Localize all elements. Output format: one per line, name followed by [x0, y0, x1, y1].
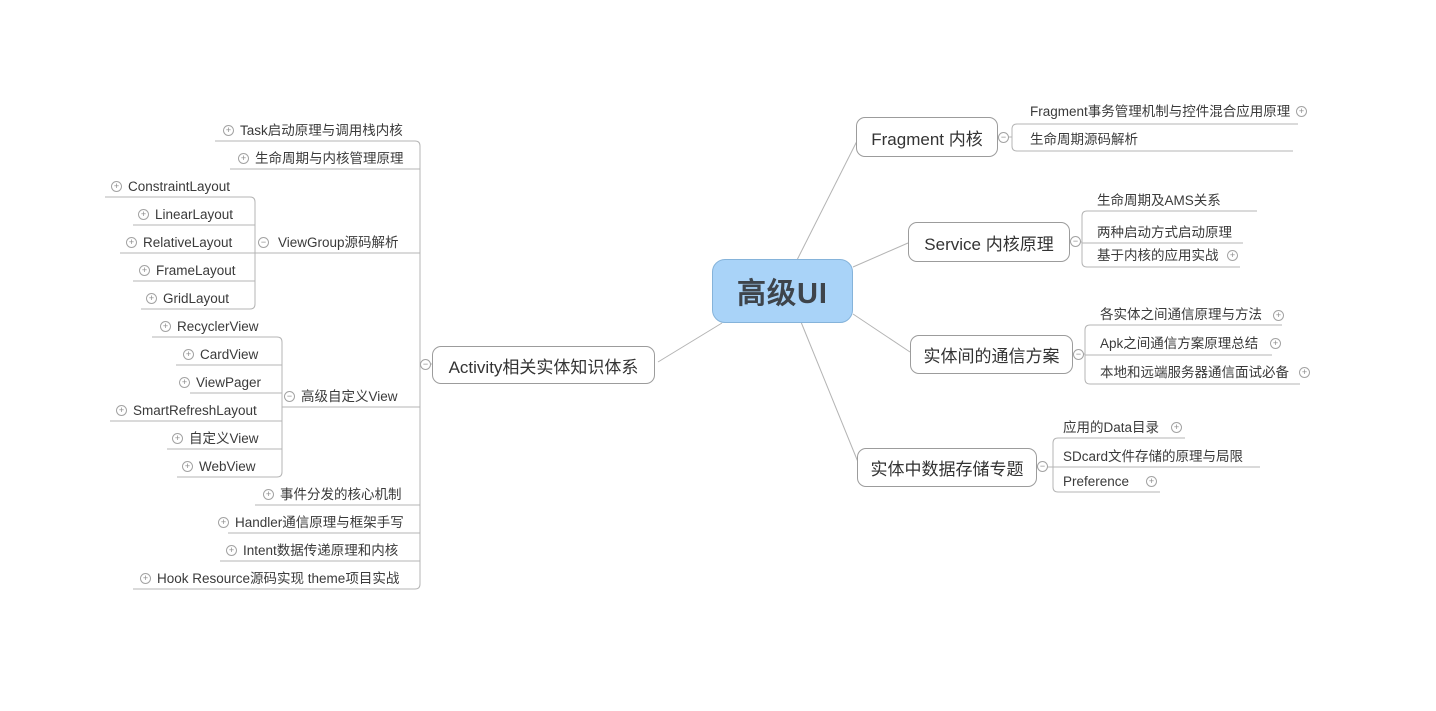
topic-communication[interactable]: 实体间的通信方案	[910, 335, 1073, 374]
node-relativelayout[interactable]: RelativeLayout	[143, 235, 233, 250]
expand-icon[interactable]: +	[111, 181, 122, 192]
expand-icon[interactable]: +	[223, 125, 234, 136]
node-lifecycle-kernel[interactable]: 生命周期与内核管理原理	[255, 151, 404, 166]
node-preference[interactable]: Preference	[1063, 474, 1130, 489]
node-framelayout[interactable]: FrameLayout	[156, 263, 236, 278]
node-data-directory[interactable]: 应用的Data目录	[1063, 420, 1160, 435]
expand-icon[interactable]: +	[1296, 106, 1307, 117]
topic-activity[interactable]: Activity相关实体知识体系	[432, 346, 655, 384]
node-recyclerview[interactable]: RecyclerView	[177, 319, 259, 334]
expand-icon[interactable]: +	[1146, 476, 1157, 487]
node-fragment-lifecycle-source[interactable]: 生命周期源码解析	[1030, 132, 1138, 147]
node-fragment-transaction[interactable]: Fragment事务管理机制与控件混合应用原理	[1030, 104, 1291, 119]
node-viewgroup-source[interactable]: ViewGroup源码解析	[278, 235, 399, 250]
expand-icon[interactable]: +	[146, 293, 157, 304]
expand-icon[interactable]: +	[182, 461, 193, 472]
node-viewpager[interactable]: ViewPager	[196, 375, 262, 390]
node-service-start-modes[interactable]: 两种启动方式启动原理	[1097, 225, 1232, 240]
expand-icon[interactable]: +	[1299, 367, 1310, 378]
collapse-icon[interactable]: −	[998, 132, 1009, 143]
expand-icon[interactable]: +	[172, 433, 183, 444]
node-advanced-custom-view[interactable]: 高级自定义View	[301, 389, 398, 404]
node-custom-view[interactable]: 自定义View	[189, 431, 259, 446]
node-constraintlayout[interactable]: ConstraintLayout	[128, 179, 231, 194]
node-cardview[interactable]: CardView	[200, 347, 259, 362]
topic-fragment[interactable]: Fragment 内核	[856, 117, 998, 157]
expand-icon[interactable]: +	[238, 153, 249, 164]
node-hook-resource[interactable]: Hook Resource源码实现 theme项目实战	[157, 571, 400, 586]
node-intent[interactable]: Intent数据传递原理和内核	[243, 543, 399, 558]
expand-icon[interactable]: +	[226, 545, 237, 556]
node-linearlayout[interactable]: LinearLayout	[155, 207, 234, 222]
expand-icon[interactable]: +	[179, 377, 190, 388]
expand-icon[interactable]: +	[1270, 338, 1281, 349]
expand-icon[interactable]: +	[1273, 310, 1284, 321]
expand-icon[interactable]: +	[218, 517, 229, 528]
node-task-stack[interactable]: Task启动原理与调用栈内核	[240, 123, 403, 138]
node-entity-communication[interactable]: 各实体之间通信原理与方法	[1100, 307, 1262, 322]
node-handler[interactable]: Handler通信原理与框架手写	[235, 515, 404, 530]
node-webview[interactable]: WebView	[199, 459, 256, 474]
expand-icon[interactable]: +	[183, 349, 194, 360]
node-service-lifecycle-ams[interactable]: 生命周期及AMS关系	[1097, 193, 1221, 208]
expand-icon[interactable]: +	[139, 265, 150, 276]
expand-icon[interactable]: +	[140, 573, 151, 584]
topic-service[interactable]: Service 内核原理	[908, 222, 1070, 262]
node-event-dispatch[interactable]: 事件分发的核心机制	[280, 487, 402, 502]
node-remote-server-communication[interactable]: 本地和远端服务器通信面试必备	[1100, 365, 1289, 380]
node-service-kernel-practice[interactable]: 基于内核的应用实战	[1097, 248, 1219, 263]
topic-storage[interactable]: 实体中数据存储专题	[857, 448, 1037, 487]
expand-icon[interactable]: +	[263, 489, 274, 500]
expand-icon[interactable]: +	[116, 405, 127, 416]
collapse-icon[interactable]: −	[1073, 349, 1084, 360]
expand-icon[interactable]: +	[1227, 250, 1238, 261]
expand-icon[interactable]: +	[138, 209, 149, 220]
node-sdcard-storage[interactable]: SDcard文件存储的原理与局限	[1063, 449, 1244, 464]
node-smartrefreshlayout[interactable]: SmartRefreshLayout	[133, 403, 257, 418]
collapse-icon[interactable]: −	[420, 359, 431, 370]
collapse-icon[interactable]: −	[284, 391, 295, 402]
node-apk-communication[interactable]: Apk之间通信方案原理总结	[1100, 336, 1259, 351]
collapse-icon[interactable]: −	[1070, 236, 1081, 247]
root-topic[interactable]: 高级UI	[712, 259, 853, 323]
expand-icon[interactable]: +	[126, 237, 137, 248]
expand-icon[interactable]: +	[1171, 422, 1182, 433]
expand-icon[interactable]: +	[160, 321, 171, 332]
node-gridlayout[interactable]: GridLayout	[163, 291, 230, 306]
collapse-icon[interactable]: −	[1037, 461, 1048, 472]
collapse-icon[interactable]: −	[258, 237, 269, 248]
